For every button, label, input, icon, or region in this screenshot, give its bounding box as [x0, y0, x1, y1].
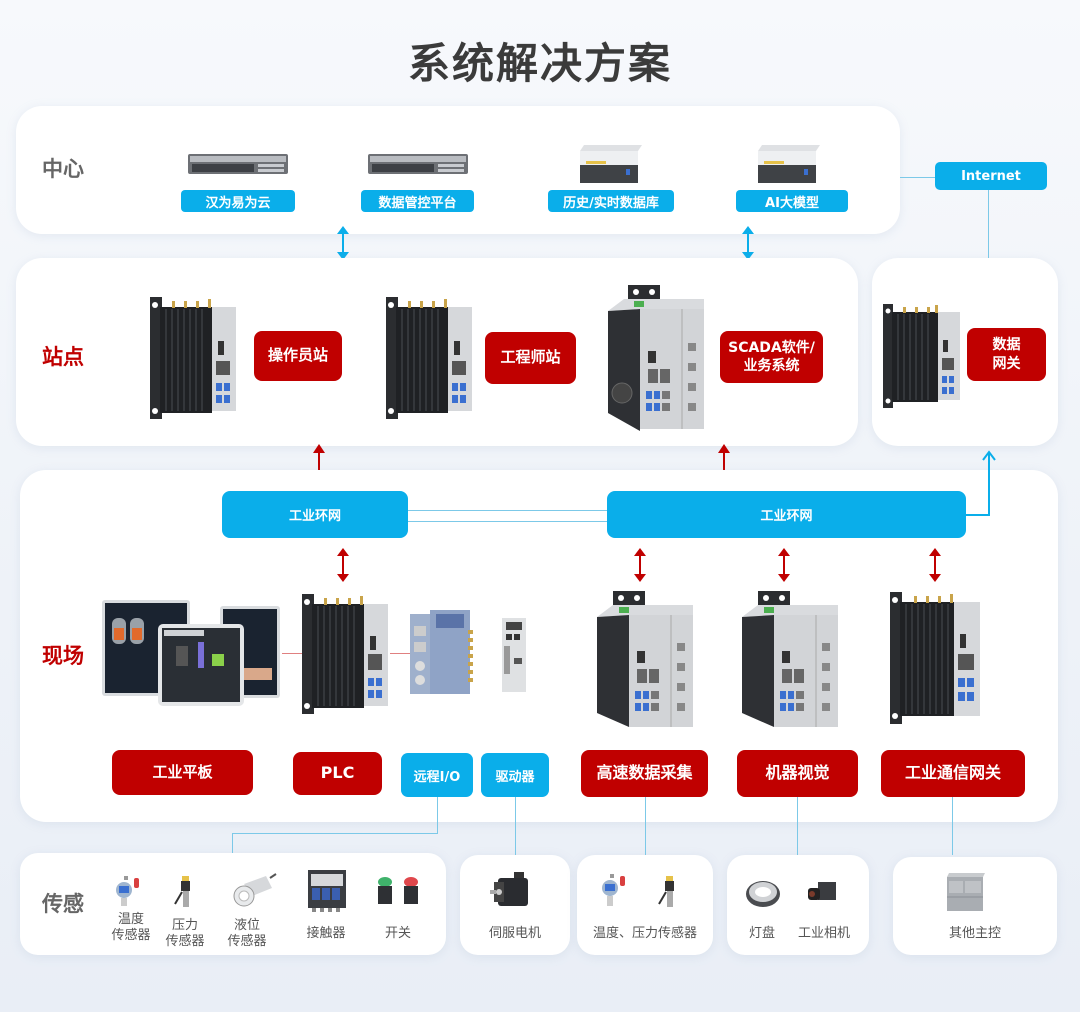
gateway-data-gateway[interactable]: 数据 网关 [967, 328, 1046, 381]
industrial-pc-icon [302, 592, 390, 718]
remote-io-icon [410, 610, 478, 696]
station-item-operator[interactable]: 操作员站 [254, 331, 342, 381]
page-title: 系统解决方案 [407, 39, 672, 88]
sensing-item-other-controller: 其他主控 [948, 926, 1001, 941]
industrial-pc-icon [890, 590, 984, 728]
center-station-arrow-right [742, 226, 754, 260]
ring-link-bottom [408, 521, 607, 522]
industrial-tablet-icon [102, 598, 282, 708]
field-device-comm-gateway[interactable]: 工业通信网关 [881, 750, 1025, 797]
field-device-high-speed-daq[interactable]: 高速数据采集 [581, 750, 708, 797]
sensing-item-servo-motor: 伺服电机 [488, 926, 541, 941]
plc-io-link [390, 653, 412, 654]
internet-connector [900, 177, 936, 178]
sensing-item-temp-pressure: 温度、压力传感器 [592, 926, 697, 941]
remote-io-connector-down [232, 833, 233, 853]
rack-server-icon [188, 152, 288, 176]
drive-icon [502, 618, 526, 692]
field-device-machine-vision[interactable]: 机器视觉 [737, 750, 858, 797]
pressure-sensor-icon [174, 876, 194, 908]
pressure-sensor-icon [658, 876, 678, 908]
ring-light-icon [745, 878, 781, 908]
sensing-tier-label: 传感 [42, 892, 84, 916]
tower-server-icon [754, 143, 820, 185]
center-item-history-db[interactable]: 历史/实时数据库 [548, 190, 674, 212]
center-item-ai-model[interactable]: AI大模型 [736, 190, 848, 212]
sensing-panel-vision [727, 855, 869, 955]
station-item-engineer[interactable]: 工程师站 [485, 332, 576, 384]
sensing-item-switch: 开关 [384, 926, 411, 941]
industrial-pc-icon [150, 295, 240, 423]
field-device-drive[interactable]: 驱动器 [481, 753, 549, 797]
sensing-item-temperature: 温度 传感器 [111, 912, 151, 944]
tablet-plc-link [282, 653, 304, 654]
industrial-pc-large-icon [738, 591, 842, 731]
station-item-scada[interactable]: SCADA软件/ 业务系统 [720, 331, 823, 383]
industrial-camera-icon [808, 880, 838, 904]
sensing-item-contactor: 接触器 [306, 926, 346, 941]
comm-gateway-connector [952, 797, 953, 855]
industrial-ring-network-left[interactable]: 工业环网 [222, 491, 408, 538]
level-sensor-icon [230, 873, 277, 908]
sensing-item-level: 液位 传感器 [227, 918, 267, 950]
industrial-pc-large-icon [593, 591, 697, 731]
ring-device-arrow-vision [778, 548, 790, 582]
temperature-sensor-icon [112, 876, 142, 906]
ring-link-top [408, 510, 607, 511]
vision-connector [797, 797, 798, 855]
remote-io-connector [437, 797, 438, 834]
internet-gateway-connector [988, 190, 989, 258]
temperature-sensor-icon [598, 874, 628, 908]
sensing-panel-main [20, 853, 446, 955]
center-tier-label: 中心 [42, 157, 84, 181]
field-device-plc[interactable]: PLC [293, 752, 382, 795]
industrial-pc-large-icon [604, 285, 708, 433]
servo-motor-icon [490, 872, 532, 908]
field-tier-label: 现场 [42, 644, 84, 668]
ring-device-arrow-plc [337, 548, 349, 582]
switch-icon [375, 876, 421, 906]
drive-connector [515, 797, 516, 855]
rack-server-icon [368, 152, 468, 176]
sensing-panel-daq [577, 855, 713, 955]
contactor-icon [308, 870, 346, 912]
sensing-item-pressure: 压力 传感器 [165, 918, 205, 950]
sensing-item-ring-light: 灯盘 [748, 926, 775, 941]
center-station-arrow-left [337, 226, 349, 260]
industrial-pc-icon [883, 302, 963, 412]
center-item-data-platform[interactable]: 数据管控平台 [361, 190, 474, 212]
controller-icon [945, 873, 985, 913]
internet-node[interactable]: Internet [935, 162, 1047, 190]
field-device-remote-io[interactable]: 远程I/O [401, 753, 473, 797]
field-device-industrial-tablet[interactable]: 工业平板 [112, 750, 253, 795]
remote-io-connector-h [232, 833, 438, 834]
industrial-ring-network-right[interactable]: 工业环网 [607, 491, 966, 538]
tower-server-icon [576, 143, 642, 185]
ring-to-gateway-arrow [966, 450, 996, 516]
sensing-item-industrial-camera: 工业相机 [797, 926, 850, 941]
industrial-pc-icon [386, 295, 476, 423]
ring-device-arrow-daq [634, 548, 646, 582]
daq-connector [645, 797, 646, 855]
center-item-hanwei-cloud[interactable]: 汉为易为云 [181, 190, 295, 212]
ring-device-arrow-comm-gateway [929, 548, 941, 582]
station-tier-label: 站点 [42, 345, 84, 369]
